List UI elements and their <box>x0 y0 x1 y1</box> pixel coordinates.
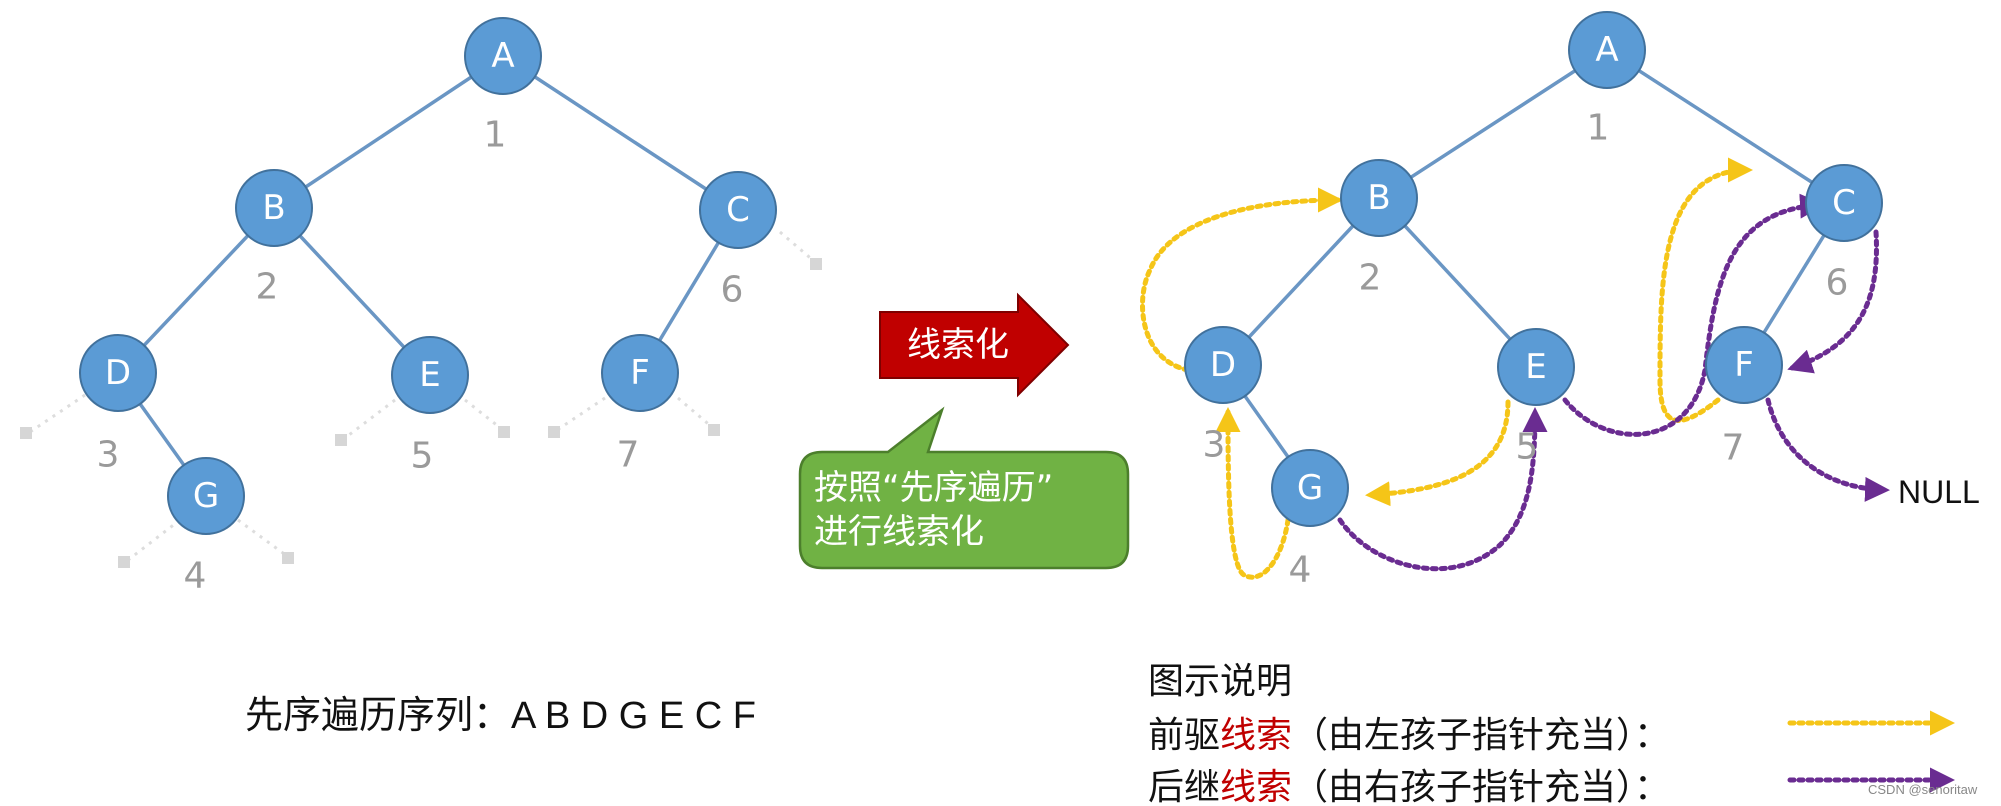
node-label: C <box>726 190 750 230</box>
node-circle <box>1568 11 1646 89</box>
right-tree-edges <box>1221 48 1846 490</box>
right-order-e: 5 <box>1516 427 1539 468</box>
left-order-c: 6 <box>721 270 744 311</box>
callout-line-2: 进行线索化 <box>814 512 984 552</box>
node-label: A <box>491 36 514 76</box>
right-node-g: G <box>1271 449 1349 527</box>
left-node-a: A <box>464 17 542 95</box>
node-circle <box>1805 164 1883 242</box>
sequence-value: A B D G E C F <box>511 695 756 737</box>
node-label: D <box>1210 345 1236 385</box>
left-tree-nodes: A 1B 2 C 6D 3 E 5 F 7G 4 <box>79 17 777 597</box>
legend-title: 图示说明 <box>1148 661 1293 702</box>
node-circle <box>79 334 157 412</box>
right-order-f: 7 <box>1722 428 1745 469</box>
node-circle <box>167 457 245 535</box>
left-order-g: 4 <box>184 556 207 597</box>
node-label: B <box>1367 178 1390 218</box>
node-label: G <box>1297 468 1323 508</box>
node-label: C <box>1832 183 1856 223</box>
node-circle <box>1497 328 1575 406</box>
right-order-b: 2 <box>1359 258 1382 299</box>
right-node-a: A <box>1568 11 1646 89</box>
node-label: A <box>1595 30 1618 70</box>
node-circle <box>1271 449 1349 527</box>
node-circle <box>1705 326 1783 404</box>
thread-arrow: 线索化 <box>879 292 1070 398</box>
right-edge-a-b <box>1378 48 1608 200</box>
legend-succ-highlight: 线索 <box>1220 767 1293 806</box>
left-order-d: 3 <box>97 435 120 476</box>
left-node-d: D <box>79 334 157 412</box>
right-tree-nodes: A 1B 2 C 6D 3 E 5 F 7G 4 <box>1184 11 1883 591</box>
left-null-stubs <box>20 230 822 568</box>
right-order-a: 1 <box>1587 108 1610 149</box>
preorder-sequence: 先序遍历序列：A B D G E C F <box>245 684 756 739</box>
legend-succ-prefix: 后继 <box>1148 767 1221 806</box>
node-label: E <box>1525 347 1546 387</box>
left-node-f: F <box>601 334 679 412</box>
thread-f-to-null <box>1765 397 1890 502</box>
left-order-f: 7 <box>617 435 640 476</box>
watermark: CSDN @senoritaw <box>1868 782 1978 797</box>
left-node-e: E <box>391 336 469 414</box>
right-edge-a-c <box>1606 48 1845 205</box>
right-order-d: 3 <box>1203 425 1226 466</box>
thread-g-to-e <box>1337 407 1548 572</box>
node-circle <box>699 171 777 249</box>
thread-g-to-d <box>1215 407 1291 580</box>
legend-succ-row: 后继线索（由右孩子指针充当）： <box>1148 758 1670 806</box>
right-node-c: C <box>1805 164 1883 242</box>
sequence-label: 先序遍历序列： <box>245 693 512 737</box>
callout-line-1: 按照“先序遍历” <box>814 468 1054 508</box>
successor-threads <box>1337 193 1890 572</box>
thread-d-to-b <box>1140 187 1343 373</box>
node-label: E <box>419 355 440 395</box>
node-label: G <box>193 476 219 516</box>
node-label: F <box>1734 345 1754 385</box>
left-tree-edges <box>116 54 740 498</box>
node-label: D <box>105 353 131 393</box>
right-order-c: 6 <box>1826 263 1849 304</box>
callout-text: 按照“先序遍历” 进行线索化 <box>814 466 1053 554</box>
left-order-a: 1 <box>484 115 507 156</box>
legend-pred-prefix: 前驱 <box>1148 715 1221 756</box>
left-order-e: 5 <box>411 436 434 477</box>
left-order-b: 2 <box>256 267 279 308</box>
node-label: F <box>630 353 650 393</box>
legend-pred-row: 前驱线索（由左孩子指针充当）： <box>1148 706 1670 758</box>
left-edge-a-b <box>273 54 504 210</box>
legend-pred-suffix: （由左孩子指针充当）： <box>1292 715 1671 756</box>
arrow-label: 线索化 <box>907 325 1009 365</box>
thread-e-to-g <box>1365 399 1511 507</box>
right-order-g: 4 <box>1289 550 1312 591</box>
legend-succ-suffix: （由右孩子指针充当）： <box>1292 767 1671 806</box>
left-node-b: B <box>235 169 313 247</box>
node-circle <box>464 17 542 95</box>
left-node-g: G <box>167 457 245 535</box>
thread-c-to-f <box>1787 229 1879 374</box>
thread-e-to-c <box>1562 193 1825 437</box>
right-node-d: D <box>1184 326 1262 404</box>
callout-bubble <box>798 406 1130 570</box>
left-edge-a-c <box>502 54 739 212</box>
right-node-e: E <box>1497 328 1575 406</box>
legend-pred-highlight: 线索 <box>1220 715 1293 756</box>
node-circle <box>601 334 679 412</box>
null-label: NULL <box>1898 474 1980 510</box>
node-circle <box>391 336 469 414</box>
right-node-f: F <box>1705 326 1783 404</box>
right-node-b: B <box>1340 159 1418 237</box>
node-label: B <box>262 188 285 228</box>
node-circle <box>235 169 313 247</box>
left-node-c: C <box>699 171 777 249</box>
node-circle <box>1184 326 1262 404</box>
node-circle <box>1340 159 1418 237</box>
